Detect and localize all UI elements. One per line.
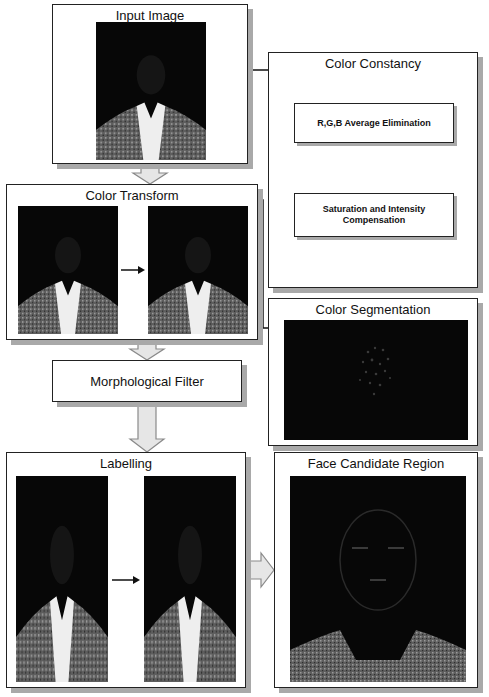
photo-before: [18, 206, 118, 334]
connector-line: [248, 69, 268, 71]
segmentation-image: [284, 320, 468, 440]
input-photo: [96, 22, 206, 160]
box-label: Saturation and Intensity Compensation: [295, 202, 453, 228]
box-heading: Input Image: [53, 5, 247, 23]
color-segmentation-box: Color Segmentation: [268, 298, 478, 446]
photo-after: [148, 206, 248, 334]
process-box: Saturation and Intensity Compensation: [294, 193, 454, 237]
transform-arrowhead: [138, 266, 145, 274]
block-arrow: [130, 340, 164, 360]
label-after: [144, 476, 236, 682]
labelling-arrow: [112, 579, 135, 581]
label-before: [16, 476, 108, 682]
labelling-arrowhead: [133, 576, 140, 584]
box-heading: Color Constancy: [269, 53, 477, 71]
color-constancy-box: Color ConstancyR,G,B Average Elimination…: [268, 52, 478, 288]
box-label: Morphological Filter: [84, 372, 209, 391]
box-heading: Face Candidate Region: [275, 453, 477, 471]
box-heading: Color Segmentation: [269, 299, 477, 317]
box-heading: Color Transform: [7, 185, 257, 203]
face-candidate-image: [290, 476, 466, 682]
face-candidate-box: Face Candidate Region: [274, 452, 478, 688]
process-box: R,G,B Average Elimination: [294, 103, 454, 143]
segmented-skin: [359, 347, 391, 395]
block-arrow: [130, 402, 164, 452]
transform-arrow: [121, 269, 140, 271]
labelling-box: Labelling: [6, 452, 246, 688]
process-box: Morphological Filter: [52, 360, 242, 402]
block-arrow: [133, 164, 167, 184]
box-heading: Labelling: [7, 453, 245, 471]
block-arrow: [246, 553, 274, 587]
input-image-box: Input Image: [52, 4, 248, 164]
box-label: R,G,B Average Elimination: [313, 116, 434, 131]
color-transform-box: Color Transform: [6, 184, 258, 340]
connector-line: [258, 200, 268, 328]
